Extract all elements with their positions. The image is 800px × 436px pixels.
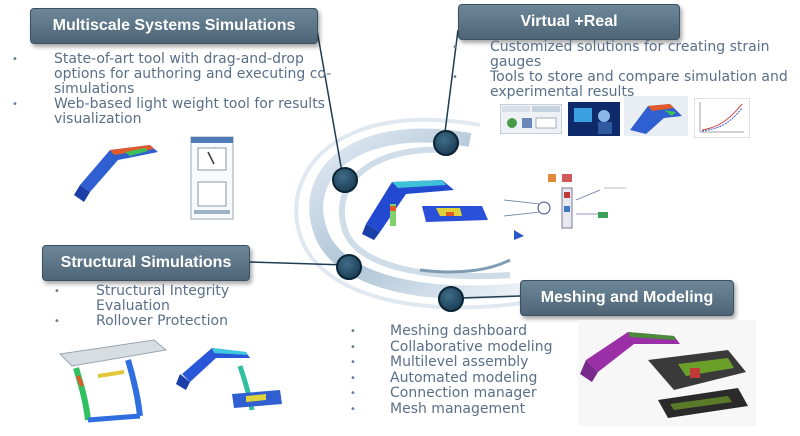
simulation-result-thumbnail [624,96,688,136]
comparison-plot-thumbnail [694,98,750,138]
cosimulation-diagram [500,170,630,246]
list-meshing: •Meshing dashboard •Collaborative modeli… [350,323,590,418]
strain-gauge-tool-thumbnail [500,104,562,134]
list-item: •Multilevel assembly [350,354,529,371]
list-item: •Connection manager [350,385,537,402]
list-item: •Meshing dashboard [350,323,528,339]
list-virtual-real: •Customized solutions for creating strai… [452,39,795,100]
swirl-graphic [294,117,541,310]
connector-node-meshing [438,286,464,312]
excavator-arm-thumbnail [74,145,158,202]
center-excavator-model [362,180,488,240]
list-structural: •Structural Integrity Evaluation •Rollov… [54,283,276,329]
meshed-excavator-model [578,320,756,426]
rollover-structure-thumbnail [58,339,168,423]
web-tool-thumbnail [190,136,234,220]
list-item: •Rollover Protection [54,313,228,329]
excavator-stress-thumbnail [176,348,282,411]
connector-node-multiscale [332,167,358,193]
list-item: •State-of-art tool with drag-and-drop op… [12,51,332,97]
banner-meshing: Meshing and Modeling [520,280,734,316]
lab-photo-thumbnail [568,102,620,136]
list-item: •Tools to store and compare simulation a… [452,69,788,100]
banner-multiscale: Multiscale Systems Simulations [30,8,318,44]
banner-structural: Structural Simulations [42,245,250,281]
list-item: •Structural Integrity Evaluation [54,283,230,314]
list-item: •Collaborative modeling [350,338,553,355]
list-item: •Automated modeling [350,369,538,386]
banner-virtual-real: Virtual +Real [458,4,680,40]
list-item: •Mesh management [350,400,526,417]
connector-node-virtual-real [433,130,459,156]
list-item: •Customized solutions for creating strai… [452,39,770,70]
list-item: •Web-based light weight tool for results… [12,96,325,127]
connector-node-structural [336,254,362,280]
list-multiscale: •State-of-art tool with drag-and-drop op… [12,51,344,127]
